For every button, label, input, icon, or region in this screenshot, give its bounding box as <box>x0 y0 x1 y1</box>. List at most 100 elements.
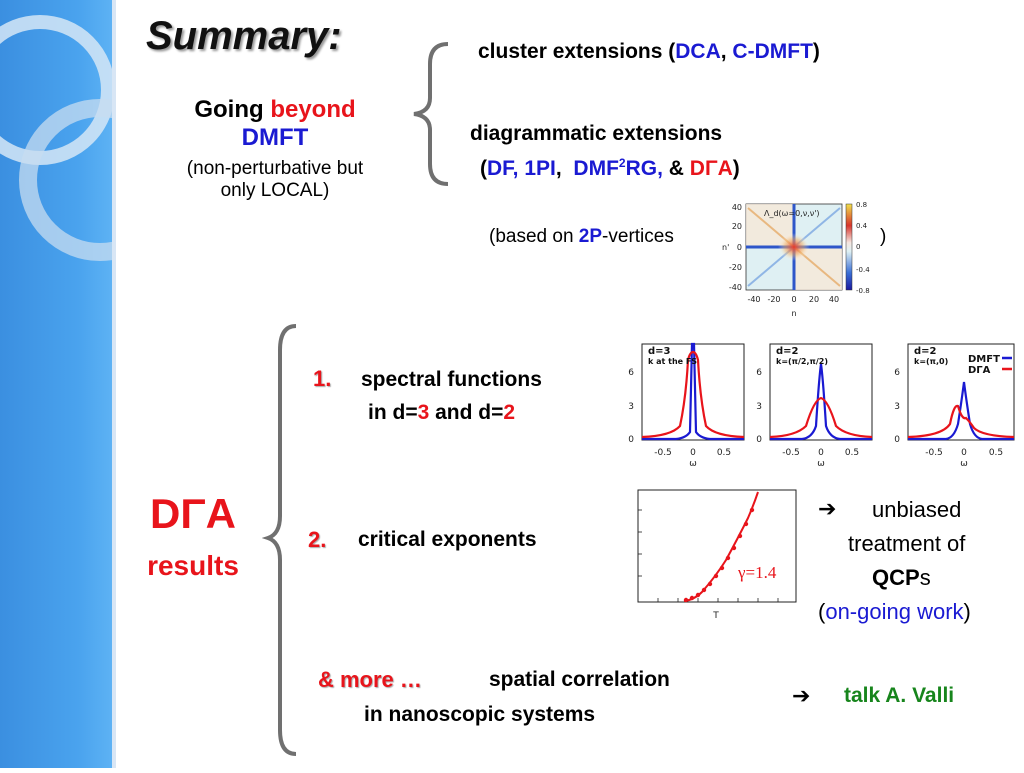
panel-1-ytick: 0 <box>628 435 634 445</box>
close-paren: ) <box>732 157 740 180</box>
amp: & <box>668 157 684 180</box>
vertex-ytick: 40 <box>732 203 742 212</box>
sidebar-edge <box>112 0 116 768</box>
based-prefix: (based on <box>489 226 574 247</box>
dmf-text: DMF <box>573 157 619 180</box>
panel-1-xtick: 0.5 <box>717 448 731 458</box>
spectral-panel-2: d=2 k=(π/2,π/2) 6 3 0 -0.5 0 0.5 ω <box>756 343 873 469</box>
sidebar-background <box>0 0 181 768</box>
note-line2: only LOCAL) <box>220 180 330 201</box>
lower-brace <box>262 324 297 756</box>
ongoing-work: (on-going work) <box>818 599 971 625</box>
vertex-ylabel: n' <box>722 243 729 252</box>
results-label: results <box>147 550 239 581</box>
item-2-line1: critical exponents <box>358 528 537 551</box>
panel-2-xtick: -0.5 <box>782 448 800 458</box>
based-close: ) <box>880 226 887 247</box>
panel-3-xlabel: ω <box>960 459 968 469</box>
item-1-line1: spectral functions <box>361 368 542 391</box>
panel-3-xtick: 0 <box>961 448 967 458</box>
ongoing-text: on-going work <box>825 599 964 624</box>
vertex-plot-label: Λ_d(ω=0,ν,ν') <box>764 209 820 218</box>
beyond-text: beyond <box>270 96 356 123</box>
upper-brace <box>413 42 449 186</box>
results-dga: DΓA <box>150 490 236 537</box>
panel-2-xlabel: ω <box>817 459 825 469</box>
critical-exponent-plot: γ=1.4 T <box>637 489 797 621</box>
sep1: , <box>512 157 519 180</box>
critical-xlabel: T <box>712 611 719 621</box>
item-1-line2: in d=3 and d=2 <box>368 401 515 425</box>
panel-3-ytick: 3 <box>894 402 900 412</box>
dca-text: DCA <box>675 40 721 63</box>
decorative-circles <box>0 15 181 261</box>
sup2: 2 <box>618 156 626 170</box>
comma: , <box>720 40 727 63</box>
panel-2-label1: d=2 <box>776 346 799 357</box>
vertex-x-ticks: -40 -20 0 20 40 <box>747 295 839 304</box>
vertex-y-ticks: 40 20 0 -20 -40 <box>729 203 742 292</box>
gamma-label: γ=1.4 <box>737 563 777 582</box>
cbar-tick: 0.8 <box>856 201 867 209</box>
going-beyond-block: Going beyond DMFT (non-perturbative but … <box>150 96 400 202</box>
vertex-ytick: -40 <box>729 283 742 292</box>
panel-3-xtick: 0.5 <box>989 448 1003 458</box>
diagrammatic-list: (DF, 1PI, DMF2RG, & DΓA) <box>480 156 740 181</box>
ongoing-open: ( <box>818 599 826 624</box>
vertex-ytick: -20 <box>729 263 742 272</box>
vertex-ytick: 20 <box>732 222 742 231</box>
onepi-text: 1PI <box>524 157 556 180</box>
twoP-text: 2P <box>578 226 603 247</box>
panel-2-ytick: 0 <box>756 435 762 445</box>
item-1-d1: 3 <box>417 401 430 424</box>
cbar-tick: -0.4 <box>856 266 870 274</box>
cbar-tick: 0.4 <box>856 222 868 230</box>
panel-1-xlabel: ω <box>689 459 697 469</box>
ongoing-close: ) <box>963 599 971 624</box>
cbar-tick: 0 <box>856 243 860 251</box>
spectral-panel-1: d=3 k at the FS 6 3 0 -0.5 0 0.5 ω <box>628 342 745 469</box>
panel-3-label1: d=2 <box>914 346 937 357</box>
dga-text: DΓA <box>689 157 733 180</box>
panel-2-xtick: 0.5 <box>845 448 859 458</box>
panel-1-ytick: 6 <box>628 368 634 378</box>
vertex-xtick: 20 <box>809 295 819 304</box>
legend-dmft-label: DMFT <box>968 354 1000 365</box>
talk-valli: talk A. Valli <box>844 684 955 707</box>
spectral-panels: d=3 k at the FS 6 3 0 -0.5 0 0.5 ω d=2 k… <box>628 342 1015 469</box>
vertex-xtick: 40 <box>829 295 839 304</box>
cbar-tick: -0.8 <box>856 287 870 295</box>
vertex-xtick: -40 <box>747 295 760 304</box>
item-1-num: 1. <box>313 366 332 391</box>
arrow-icon: ➔ <box>792 683 811 708</box>
going-text: Going <box>194 96 264 123</box>
panel-3-xtick: -0.5 <box>925 448 943 458</box>
item-1-number: 1. <box>313 366 331 392</box>
vertex-ytick: 0 <box>737 243 742 252</box>
based-on-vertices: (based on 2P-vertices <box>489 226 674 248</box>
colorbar-ticks: 0.8 0.4 0 -0.4 -0.8 <box>856 201 870 295</box>
panel-1-label1: d=3 <box>648 346 671 357</box>
open-paren: ( <box>480 157 487 180</box>
item-1-mid: and d= <box>429 401 504 424</box>
item-3-line1: spatial correlation <box>489 668 670 691</box>
item-3-line2: in nanoscopic systems <box>364 703 596 726</box>
item-1-prefix: in d= <box>368 401 418 424</box>
panel-1-label2: k at the FS <box>648 357 697 366</box>
panel-3-ytick: 6 <box>894 368 900 378</box>
cdmft-text: C-DMFT <box>732 40 813 63</box>
vertex-heatmap: Λ_d(ω=0,ν,ν') 40 20 0 -20 -40 -40 -20 0 … <box>722 201 870 318</box>
panel-2-ytick: 3 <box>756 402 762 412</box>
treatment-text: treatment of <box>848 531 966 556</box>
panel-1-xtick: -0.5 <box>654 448 672 458</box>
panel-3-ytick: 0 <box>894 435 900 445</box>
qcp-bold: QCP <box>872 565 920 590</box>
panel-3-label2: k=(π,0) <box>914 357 948 366</box>
rg-text: RG, <box>625 157 663 180</box>
panel-2-xtick: 0 <box>818 448 824 458</box>
cluster-suffix: ) <box>812 40 820 63</box>
vertex-xtick: -20 <box>767 295 780 304</box>
panel-2-ytick: 6 <box>756 368 762 378</box>
qcp-s: s <box>919 565 931 590</box>
based-suffix: -vertices <box>602 226 674 247</box>
